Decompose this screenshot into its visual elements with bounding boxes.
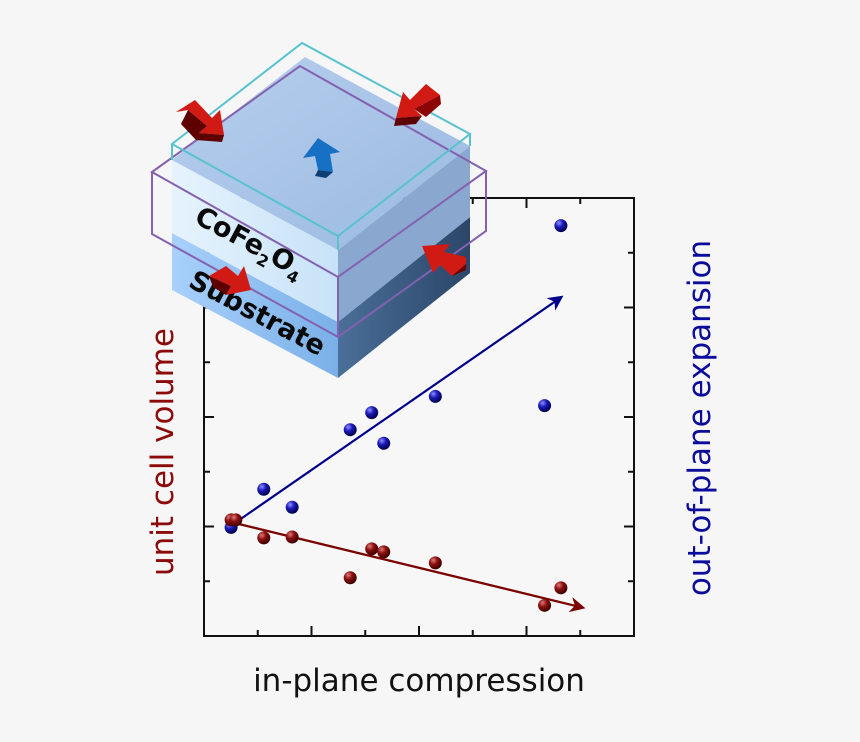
blue-trend-arrow bbox=[230, 295, 564, 527]
red-data-point bbox=[343, 571, 357, 585]
compression-arrow-bottom-right bbox=[422, 244, 466, 276]
compression-arrow-top-right bbox=[394, 84, 441, 126]
data-points bbox=[224, 219, 568, 612]
blue-data-point bbox=[377, 436, 391, 450]
compression-arrow-bottom-left bbox=[209, 266, 251, 295]
y-axis-label-left: unit cell volume bbox=[145, 328, 181, 576]
blue-data-point bbox=[257, 482, 271, 496]
relaxed-cell-outline bbox=[150, 64, 488, 339]
red-data-point bbox=[554, 581, 568, 595]
red-data-point bbox=[428, 556, 442, 570]
blue-data-point bbox=[365, 406, 379, 420]
blue-data-point bbox=[343, 423, 357, 437]
red-data-point bbox=[538, 598, 552, 612]
red-data-point bbox=[285, 530, 299, 544]
blue-data-point bbox=[285, 500, 299, 514]
red-data-point bbox=[257, 531, 271, 545]
red-data-point bbox=[229, 513, 243, 527]
red-data-point bbox=[377, 545, 391, 559]
film-side-face bbox=[338, 146, 470, 322]
compression-arrow-top-left bbox=[176, 100, 224, 142]
strained-cell-outline bbox=[170, 41, 472, 250]
strain-schematic-inset: CoFe2O4 Substrate bbox=[150, 41, 488, 378]
x-axis-label: in-plane compression bbox=[253, 663, 585, 699]
y-axis-label-right: out-of-plane expansion bbox=[682, 240, 718, 596]
expansion-arrow bbox=[303, 138, 340, 178]
substrate-front-face bbox=[172, 233, 338, 378]
blue-data-point bbox=[554, 219, 568, 233]
red-data-point bbox=[365, 542, 379, 556]
blue-data-point bbox=[428, 389, 442, 403]
blue-data-point bbox=[538, 399, 552, 413]
film-front-face bbox=[172, 160, 338, 322]
